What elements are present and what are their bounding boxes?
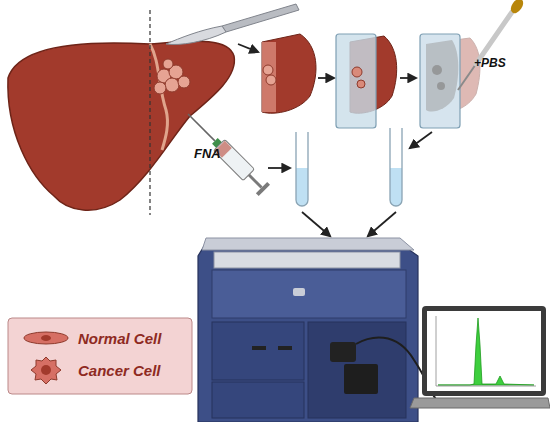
cancer-cell-icon <box>31 357 61 384</box>
excised-tissue <box>262 34 316 113</box>
arrow <box>400 77 416 79</box>
arrow <box>368 212 396 236</box>
histogram <box>438 318 534 385</box>
test-tube <box>296 132 308 206</box>
tumor <box>266 75 276 85</box>
syringe-plunger <box>249 175 262 188</box>
procedure-label: FNA <box>194 146 221 161</box>
syringe <box>182 108 270 196</box>
handle <box>278 346 292 350</box>
arrow <box>238 44 258 52</box>
tube-liquid <box>296 168 308 206</box>
handle <box>252 346 266 350</box>
pipette-bulb <box>508 0 525 15</box>
pipette-tip <box>458 64 476 90</box>
legend-text: Normal Cell <box>78 330 161 347</box>
liver-body <box>8 41 235 210</box>
imprint <box>426 40 458 112</box>
top-lid <box>214 252 400 268</box>
glass-slide <box>336 34 376 128</box>
y-axis <box>436 316 437 386</box>
arrow <box>318 77 334 79</box>
imprint-cell <box>437 82 445 90</box>
tumor <box>357 80 365 88</box>
slide-with-imprint <box>420 0 526 128</box>
door <box>212 382 304 418</box>
plunger-cap <box>256 182 270 196</box>
reagent-label: +PBS <box>474 56 506 70</box>
sample-port <box>330 342 356 362</box>
normal-cell-icon <box>24 332 68 344</box>
tissue-piece <box>262 34 316 113</box>
tumor <box>263 65 273 75</box>
laptop <box>410 306 550 408</box>
glass-slide <box>420 34 460 128</box>
scalpel-handle <box>222 4 299 32</box>
button <box>293 288 305 296</box>
test-tube <box>390 128 402 206</box>
normal-cell-nucleus <box>41 335 51 341</box>
arrow <box>410 132 432 148</box>
cut-line <box>149 10 150 215</box>
front-panel <box>212 270 406 318</box>
imprint-cell <box>432 65 442 75</box>
arrow <box>302 212 330 236</box>
cytometer-top <box>202 238 414 250</box>
liver <box>8 10 235 215</box>
tumor <box>154 59 190 94</box>
scalpel-blade <box>166 26 226 45</box>
legend-text: Cancer Cell <box>78 362 161 379</box>
tumor <box>352 67 362 77</box>
tube-glass <box>390 128 402 206</box>
laptop-screen <box>427 311 541 391</box>
needle <box>188 114 215 141</box>
sample-holder <box>344 364 378 394</box>
laptop-base <box>410 398 550 408</box>
tube-liquid <box>390 168 402 206</box>
cancer-cell-nucleus <box>41 365 51 375</box>
sample-bay <box>308 322 406 418</box>
x-axis <box>436 386 536 387</box>
door <box>212 322 304 380</box>
slide-with-tissue <box>336 34 397 128</box>
legend-box <box>8 318 192 394</box>
cytometer-body <box>198 246 418 422</box>
cut-face <box>262 42 276 112</box>
tube-glass <box>296 132 308 206</box>
arrow <box>268 167 290 169</box>
flow-cytometer <box>198 238 440 422</box>
laptop-screen-frame <box>422 306 546 396</box>
legend <box>8 318 192 394</box>
